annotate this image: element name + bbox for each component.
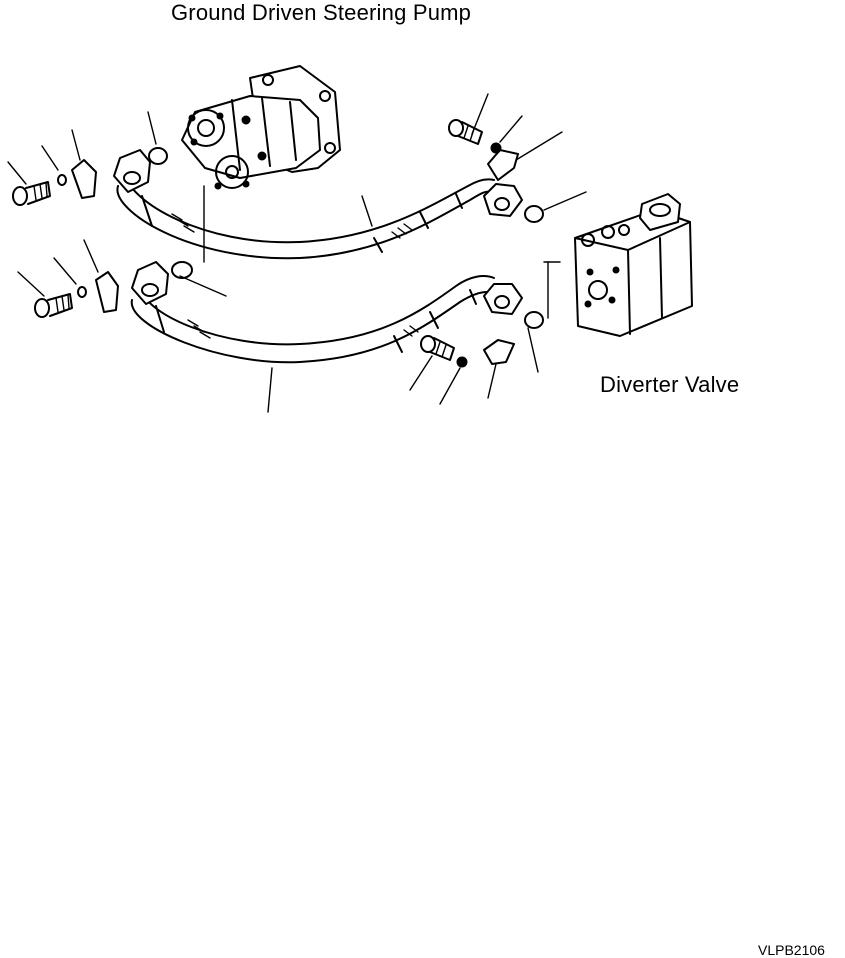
diverter-valve-label: Diverter Valve: [600, 372, 740, 397]
split-flange-lower-right: [483, 339, 515, 365]
upper-hose: [116, 175, 495, 260]
bolt-upper-left: [12, 181, 51, 206]
bolt-lower-left: [34, 293, 73, 318]
upper-hose-valve-flange: [483, 183, 523, 217]
o-ring-upper-pump: [148, 147, 168, 165]
o-ring-lower-valve: [524, 311, 544, 329]
upper-hose-pump-flange: [113, 149, 151, 193]
washer-lower-left: [77, 286, 87, 298]
split-flange-upper-right: [487, 149, 519, 181]
leader-lines: [7, 93, 587, 413]
diverter-valve: [574, 193, 693, 337]
split-flange-lower-left: [95, 271, 119, 313]
o-ring-lower-pump: [171, 261, 193, 279]
pump-label: Ground Driven Steering Pump: [171, 0, 472, 25]
washer-lower-right: [456, 356, 468, 368]
split-flange-upper-left: [71, 159, 97, 199]
lower-hose-pump-flange: [131, 261, 169, 305]
o-ring-upper-valve: [524, 205, 544, 223]
steering-pump: [181, 65, 341, 190]
lower-hose: [130, 275, 497, 364]
bolt-lower-right: [420, 335, 455, 361]
bolt-upper-right: [448, 119, 483, 145]
washer-upper-left: [57, 174, 67, 186]
lower-hose-valve-flange: [483, 283, 523, 315]
figure-code: VLPB2106: [758, 942, 825, 958]
washer-upper-right: [490, 142, 502, 154]
